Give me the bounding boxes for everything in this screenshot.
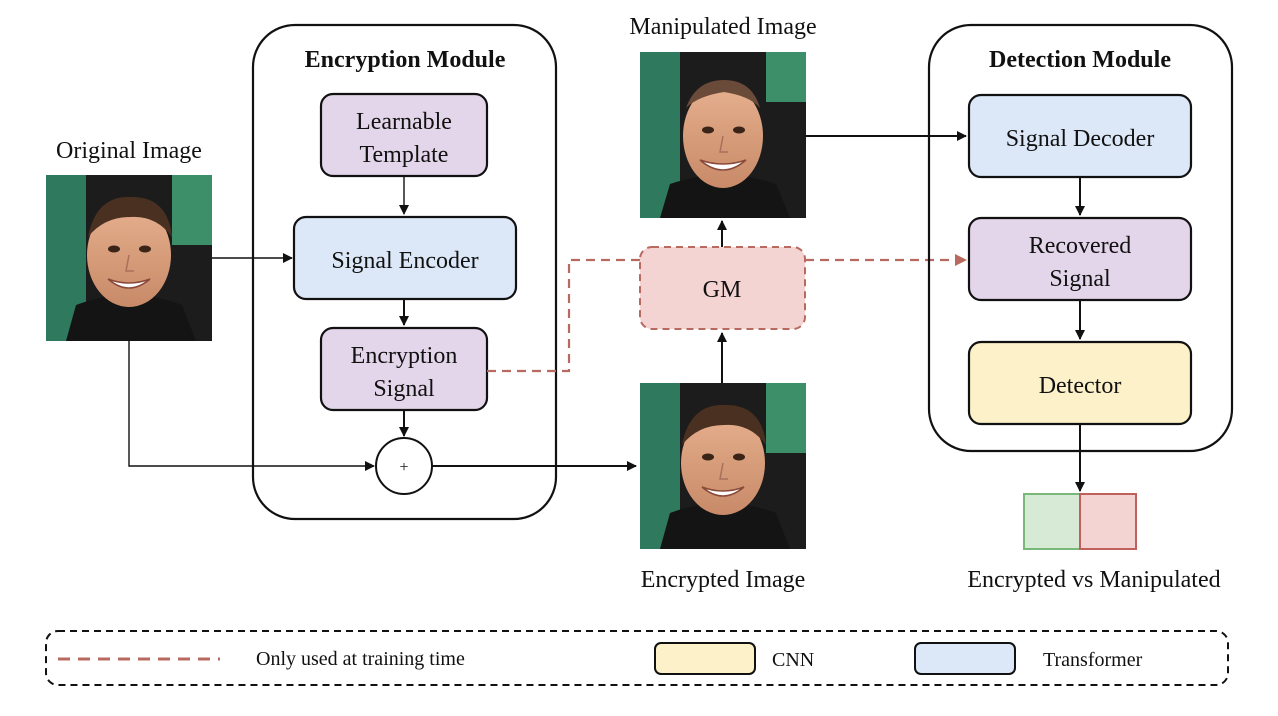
encrypted-image-photo xyxy=(639,382,807,550)
legend-dashed-label: Only used at training time xyxy=(256,648,465,670)
original-image-label: Original Image xyxy=(56,138,202,164)
detector-label: Detector xyxy=(1039,373,1122,399)
legend-transformer-label: Transformer xyxy=(1043,649,1143,671)
output-manipulated-square xyxy=(1079,493,1137,550)
signal-encoder-label: Signal Encoder xyxy=(331,248,478,274)
legend-cnn-swatch xyxy=(654,642,756,675)
encryption-module-box xyxy=(251,23,558,521)
legend-box xyxy=(45,630,1229,686)
original-image-photo xyxy=(45,174,213,342)
manipulated-image-label: Manipulated Image xyxy=(629,14,816,40)
gm-label: GM xyxy=(703,277,742,303)
arrow-original-plus xyxy=(128,341,375,471)
dashed-signal-path xyxy=(487,258,640,373)
signal-decoder-label: Signal Decoder xyxy=(1006,126,1155,152)
manipulated-image-photo xyxy=(639,51,807,219)
gm-box xyxy=(639,246,806,330)
recovered-signal-line2: Signal xyxy=(1049,266,1111,292)
result-label: Encrypted vs Manipulated xyxy=(967,567,1220,593)
learnable-template-line2: Template xyxy=(360,142,449,168)
encryption-module-title: Encryption Module xyxy=(305,47,506,73)
plus-label: + xyxy=(399,459,408,476)
output-encrypted-square xyxy=(1023,493,1081,550)
encryption-signal-line2: Signal xyxy=(373,376,435,402)
learnable-template-line1: Learnable xyxy=(356,109,452,135)
recovered-signal-line1: Recovered xyxy=(1029,233,1132,259)
encryption-signal-line1: Encryption xyxy=(351,343,458,369)
detection-module-title: Detection Module xyxy=(989,47,1171,73)
legend-cnn-label: CNN xyxy=(772,649,814,671)
encrypted-image-label: Encrypted Image xyxy=(641,567,806,593)
legend-transformer-swatch xyxy=(914,642,1016,675)
